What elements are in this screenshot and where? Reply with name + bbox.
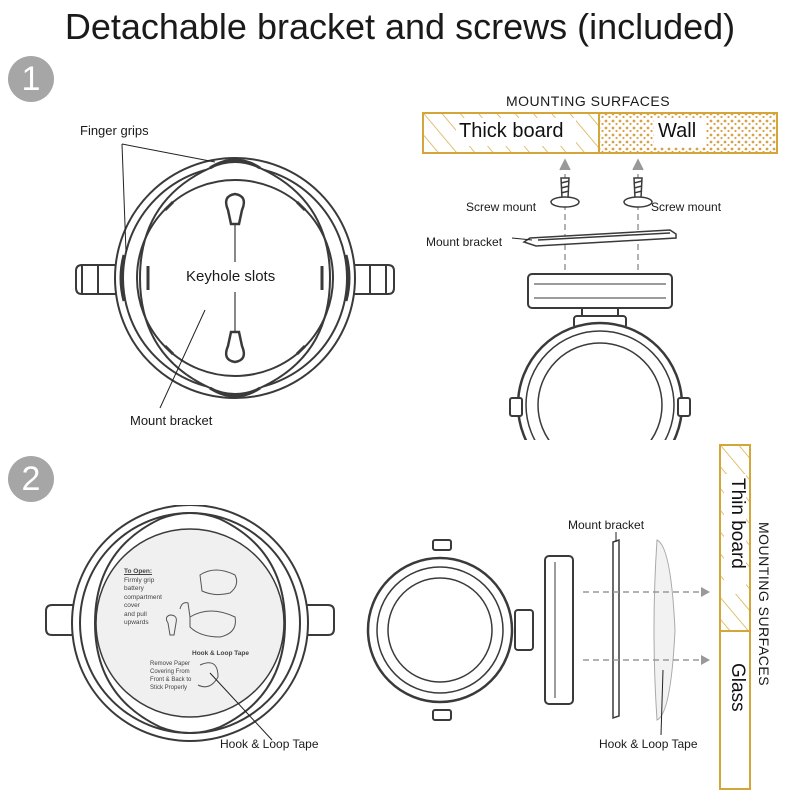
surface-strip-2 [719, 444, 751, 790]
sticker-remove-4: Stick Properly [150, 685, 188, 691]
sticker-hook-tape-title: Hook & Loop Tape [192, 650, 249, 657]
sticker-remove-1: Remove Paper [150, 661, 191, 667]
screw-mount-label-left: Screw mount [466, 200, 537, 214]
hook-loop-tape-label-left: Hook & Loop Tape [220, 737, 319, 751]
mounting-surfaces-header-2: MOUNTING SURFACES [756, 522, 772, 687]
surface-thin-board: Thin board [727, 478, 748, 569]
sticker-line-1: Firmly grip [124, 576, 155, 584]
mount-bracket-label: Mount bracket [130, 413, 213, 428]
sticker-remove-3: Front & Back to [150, 677, 192, 683]
finger-grips-label: Finger grips [80, 123, 149, 138]
hook-loop-tape-label-right: Hook & Loop Tape [599, 737, 698, 751]
screw-mount-diagram [509, 158, 691, 440]
surface-glass: Glass [727, 663, 748, 712]
screw-mount-label-right: Screw mount [651, 200, 722, 214]
tape-mount-diagram [366, 532, 710, 736]
mount-bracket-label-2: Mount bracket [568, 518, 645, 532]
sticker-to-open: To Open: [124, 568, 153, 575]
sticker-line-2: battery [124, 585, 144, 592]
step-badge-1: 1 [8, 56, 54, 102]
mount-bracket-label-right: Mount bracket [426, 235, 503, 249]
sticker-remove-instructions: Remove Paper Covering From Front & Back … [150, 660, 191, 692]
sticker-line-5: and pull [124, 610, 147, 618]
mounting-surfaces-header-1: MOUNTING SURFACES [506, 93, 671, 109]
sticker-remove-2: Covering From [150, 669, 190, 675]
step-badge-2: 2 [8, 456, 54, 502]
surface-wall: Wall [658, 120, 697, 142]
sticker-instructions: To Open: Firmly grip battery compartment… [124, 568, 244, 628]
mirror-back-diagram-2 [45, 505, 335, 742]
mirror-back-diagram-1 [75, 143, 395, 409]
sticker-line-6: upwards [124, 619, 149, 626]
page-title: Detachable bracket and screws (included) [64, 6, 736, 47]
surface-strip-1 [422, 112, 778, 154]
sticker-line-4: cover [124, 602, 140, 609]
sticker-line-3: compartment [124, 593, 162, 601]
keyhole-slots-label: Keyhole slots [186, 268, 276, 285]
surface-thick-board: Thick board [459, 120, 564, 142]
